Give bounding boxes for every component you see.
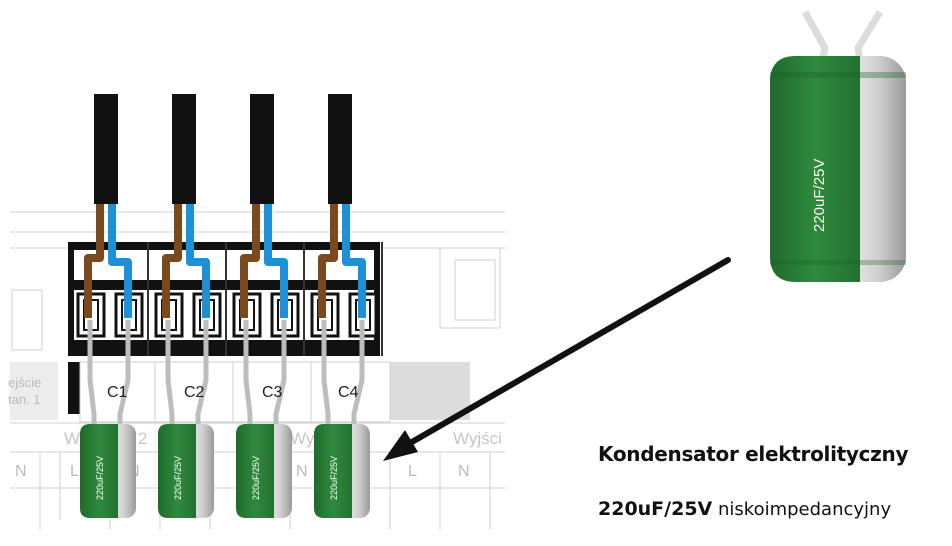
terminal-letter: L	[408, 463, 417, 480]
terminal-label-c3: C3	[262, 384, 283, 401]
wire-blue	[108, 204, 132, 318]
wire-blue	[186, 204, 210, 318]
wire-brown	[318, 204, 338, 318]
wire-brown	[84, 204, 104, 318]
small-capacitor-marking: 220uF/25V	[173, 456, 183, 500]
caption-type: niskoimpedancyjny	[718, 499, 892, 520]
terminal-letter: N	[458, 463, 470, 480]
caption-value: 220uF/25V	[598, 498, 713, 520]
small-capacitor-marking: 220uF/25V	[329, 456, 339, 500]
wire-brown	[240, 204, 260, 318]
capacitor-lead	[87, 320, 97, 430]
capacitor-lead	[117, 320, 131, 430]
large-capacitor: 220uF/25V	[770, 10, 906, 282]
terminal-label-c1: C1	[107, 384, 128, 401]
capacitor-lead	[273, 320, 287, 430]
small-capacitor-sleeve	[80, 424, 118, 518]
output-label-wy-2: 2	[138, 429, 147, 448]
cable-jacket	[172, 94, 196, 204]
terminal-letter: L	[70, 463, 79, 480]
output-label-left-2: tan. 1	[8, 392, 41, 407]
terminal-letter: N	[15, 463, 27, 480]
terminal-label-c4: C4	[338, 384, 359, 401]
small-capacitors: 220uF/25V 220uF/25V 220uF/25V 220uF/25V	[80, 320, 370, 518]
caption-subtitle: 220uF/25V niskoimpedancyjny	[598, 498, 891, 520]
small-capacitor-sleeve	[158, 424, 196, 518]
output-block-left	[10, 362, 58, 420]
wire-blue	[264, 204, 288, 318]
output-block-right	[390, 362, 470, 420]
large-capacitor-marking: 220uF/25V	[811, 159, 828, 232]
pointer-arrow	[383, 257, 731, 461]
cable-jacket	[94, 94, 118, 204]
small-capacitor-sleeve	[314, 424, 352, 518]
wire-blue	[342, 204, 366, 318]
capacitor-lead	[321, 320, 331, 430]
capacitor-lead	[165, 320, 175, 430]
output-label-left-1: ejście	[8, 375, 41, 390]
cable-jacket	[250, 94, 274, 204]
output-label-wy-mid: Wy	[290, 429, 315, 448]
wire-brown	[162, 204, 182, 318]
capacitor-lead	[195, 320, 209, 430]
caption-title: Kondensator elektrolityczny	[598, 442, 909, 466]
small-capacitor-sleeve	[236, 424, 274, 518]
output-label-right: Wyjści	[453, 429, 502, 448]
small-capacitor-marking: 220uF/25V	[95, 456, 105, 500]
cables	[84, 94, 366, 318]
cable-jacket	[328, 94, 352, 204]
terminal-letter: N	[296, 463, 308, 480]
terminal-frame	[68, 362, 80, 414]
small-capacitor-marking: 220uF/25V	[251, 456, 261, 500]
capacitor-lead	[351, 320, 365, 430]
capacitor-lead	[243, 320, 253, 430]
terminal-label-c2: C2	[184, 384, 205, 401]
